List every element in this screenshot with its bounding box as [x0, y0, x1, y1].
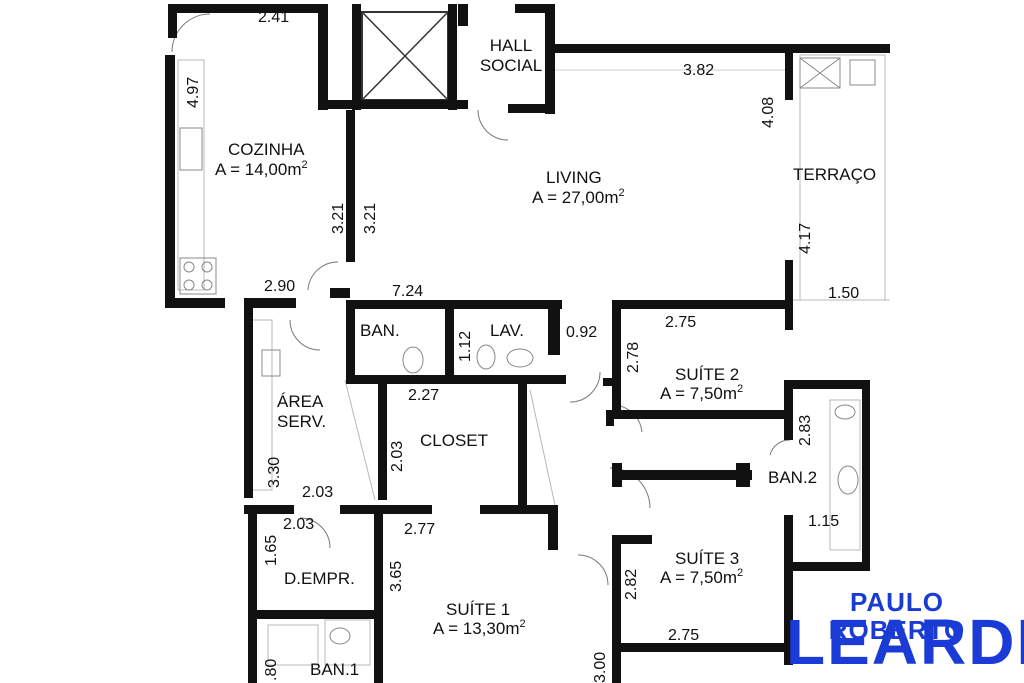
dim-3-21-b: 3.21 — [362, 202, 379, 234]
dim-2-83: 2.83 — [797, 414, 814, 446]
hall-line-1: HALL — [489, 36, 533, 55]
walls — [165, 4, 890, 683]
cozinha-area-text: A = 14,00m — [215, 160, 302, 179]
dim-2-27: 2.27 — [408, 387, 440, 404]
suite2-area-unit: 2 — [737, 383, 744, 395]
dim-2-78: 2.78 — [625, 341, 642, 373]
area-serv-line-2: SERV. — [277, 412, 327, 431]
logo-top-text: PAULO ROBERTO — [828, 587, 966, 645]
dim-7-24: 7.24 — [392, 283, 424, 300]
dim-2-03-c: 2.03 — [389, 440, 406, 472]
suite3-area: A = 7,50m2 — [660, 568, 743, 588]
logo-bottom-text: LEARDI — [786, 606, 1024, 678]
dim-3-65: 3.65 — [388, 560, 405, 592]
dim-4-17: 4.17 — [797, 222, 814, 254]
cozinha-area-unit: 2 — [301, 159, 308, 171]
dim-1-80: .80 — [263, 658, 280, 681]
door-swings — [171, 13, 791, 586]
dim-2-41: 2.41 — [258, 9, 290, 26]
dim-3-82: 3.82 — [683, 62, 715, 79]
dim-2-75-b: 2.75 — [668, 627, 700, 644]
living-area-text: A = 27,00m — [532, 188, 619, 207]
dim-4-08: 4.08 — [760, 96, 777, 128]
dim-2-03-b: 2.03 — [283, 516, 315, 533]
dim-1-65: 1.65 — [263, 534, 280, 566]
area-serv-line-1: ÁREA — [277, 392, 324, 411]
suite2-area: A = 7,50m2 — [660, 384, 743, 404]
hall-social-label: HALL SOCIAL — [470, 36, 552, 76]
suite3-name: SUÍTE 3 — [675, 549, 740, 568]
dim-3-30: 3.30 — [266, 456, 283, 488]
dim-2-03-a: 2.03 — [302, 484, 334, 501]
suite1-area: A = 13,30m2 — [433, 619, 526, 639]
ban2-name: BAN.2 — [768, 468, 818, 487]
dim-2-82: 2.82 — [623, 568, 640, 600]
living-area: A = 27,00m2 — [532, 188, 625, 208]
dim-2-77: 2.77 — [404, 521, 436, 538]
fixtures — [179, 57, 876, 645]
d-empr-name: D.EMPR. — [284, 569, 355, 588]
living-area-unit: 2 — [618, 187, 625, 199]
lav-name: LAV. — [490, 321, 525, 340]
dim-4-97: 4.97 — [185, 76, 202, 108]
suite1-name: SUÍTE 1 — [446, 600, 511, 619]
dim-0-92: 0.92 — [566, 324, 598, 341]
terraco-name: TERRAÇO — [793, 165, 877, 184]
closet-name: CLOSET — [420, 431, 489, 450]
living-name: LIVING — [546, 168, 602, 187]
ban1-name: BAN.1 — [310, 660, 360, 679]
elevator — [361, 11, 449, 101]
dim-2-90: 2.90 — [264, 278, 296, 295]
hall-line-2: SOCIAL — [479, 56, 543, 75]
cozinha-name: COZINHA — [228, 140, 305, 159]
suite3-area-text: A = 7,50m — [660, 568, 738, 587]
ban-name: BAN. — [360, 321, 400, 340]
dim-3-21-a: 3.21 — [330, 202, 347, 234]
suite2-name: SUÍTE 2 — [675, 365, 740, 384]
dim-1-50: 1.50 — [828, 285, 860, 302]
suite1-area-unit: 2 — [519, 618, 526, 630]
dim-2-75-a: 2.75 — [665, 314, 697, 331]
cozinha-area: A = 14,00m2 — [215, 160, 308, 180]
dim-1-12: 1.12 — [457, 330, 474, 362]
suite3-area-unit: 2 — [737, 567, 744, 579]
dim-1-15: 1.15 — [808, 513, 840, 530]
brand-logo: PAULO ROBERTO LEARDI — [786, 587, 1024, 678]
dim-3-00: 3.00 — [592, 651, 609, 683]
area-serv-label: ÁREA SERV. — [277, 392, 326, 432]
suite1-area-text: A = 13,30m — [433, 619, 520, 638]
suite2-area-text: A = 7,50m — [660, 384, 738, 403]
